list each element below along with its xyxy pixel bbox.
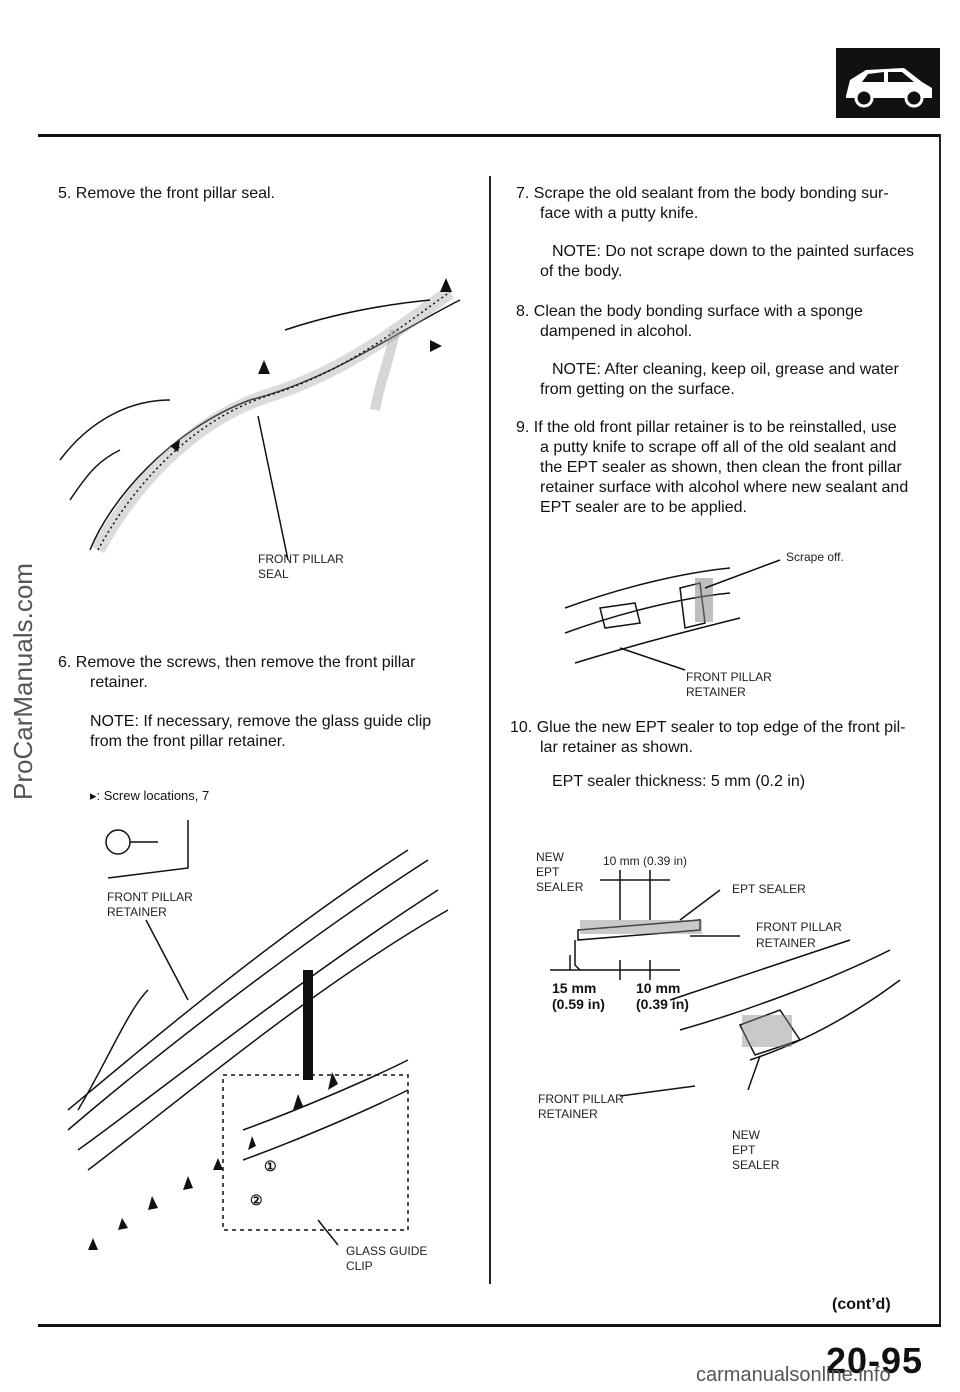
front-pillar-retainer-c-label-1: FRONT PILLAR xyxy=(756,920,842,934)
front-pillar-retainer-d-label-1: FRONT PILLAR xyxy=(538,1092,624,1106)
dimension-10mm-in: (0.39 in) xyxy=(636,996,689,1012)
step-6-note-line2: from the front pillar retainer. xyxy=(90,733,286,750)
ept-sealer-section-figure xyxy=(550,870,901,1097)
front-pillar-retainer-label-1: FRONT PILLAR xyxy=(107,890,193,904)
top-rule xyxy=(38,134,941,137)
step-6-line1: 6. Remove the screws, then remove the fr… xyxy=(58,654,416,671)
right-border xyxy=(939,134,941,1324)
column-divider xyxy=(489,176,491,1284)
step-9-line4: retainer surface with alcohol where new … xyxy=(540,479,909,496)
step-10-spec: EPT sealer thickness: 5 mm (0.2 in) xyxy=(552,773,806,790)
front-pillar-seal-label-1: FRONT PILLAR xyxy=(258,552,344,566)
dimension-10mm: 10 mm xyxy=(636,980,681,996)
new-ept-sealer-label-3: SEALER xyxy=(536,880,584,894)
front-pillar-retainer-d-label-2: RETAINER xyxy=(538,1107,598,1121)
glass-guide-clip-label-2: CLIP xyxy=(346,1259,373,1273)
step-8-note-line1: NOTE: After cleaning, keep oil, grease a… xyxy=(552,361,899,378)
callout-1: ① xyxy=(264,1158,277,1174)
step-7-line2: face with a putty knife. xyxy=(540,205,699,222)
step-7-note-line1: NOTE: Do not scrape down to the painted … xyxy=(552,243,914,260)
screw-locations-legend: ▸: Screw locations, 7 xyxy=(90,788,210,803)
new-ept-sealer-b-label-2: EPT xyxy=(732,1143,756,1157)
page-number: 20-95 xyxy=(826,1340,924,1381)
step-8-line2: dampened in alcohol. xyxy=(540,323,693,340)
step-10-line1: 10. Glue the new EPT sealer to top edge … xyxy=(510,719,906,736)
footer-source: carmanualsonline.info xyxy=(696,1364,891,1386)
glass-guide-clip-label-1: GLASS GUIDE xyxy=(346,1244,428,1258)
step-9-line5: EPT sealer are to be applied. xyxy=(540,499,747,516)
step-6-line2: retainer. xyxy=(90,674,148,691)
step-9-line2: a putty knife to scrape off all of the o… xyxy=(540,439,897,456)
step-7-note-line2: of the body. xyxy=(540,263,623,280)
step-8-note-line2: from getting on the surface. xyxy=(540,381,735,398)
scrape-off-figure xyxy=(564,559,781,671)
front-pillar-seal-label-2: SEAL xyxy=(258,567,289,581)
front-pillar-retainer-b-label-2: RETAINER xyxy=(686,685,746,699)
dimension-15mm: 15 mm xyxy=(552,980,597,996)
new-ept-sealer-label-2: EPT xyxy=(536,865,560,879)
step-5: 5. Remove the front pillar seal. xyxy=(58,185,275,202)
dimension-15mm-in: (0.59 in) xyxy=(552,996,605,1012)
scrape-off-label: Scrape off. xyxy=(786,550,844,564)
ept-sealer-label: EPT SEALER xyxy=(732,882,806,896)
front-pillar-retainer-b-label-1: FRONT PILLAR xyxy=(686,670,772,684)
bottom-rule xyxy=(38,1324,941,1327)
dimension-10mm-top: 10 mm (0.39 in) xyxy=(603,854,688,868)
step-6-note-line1: NOTE: If necessary, remove the glass gui… xyxy=(90,713,432,730)
step-9-line3: the EPT sealer as shown, then clean the … xyxy=(540,459,902,476)
new-ept-sealer-b-label-1: NEW xyxy=(732,1128,760,1142)
continued-label: (cont’d) xyxy=(832,1296,891,1313)
callout-2: ② xyxy=(250,1192,263,1208)
step-7-line1: 7. Scrape the old sealant from the body … xyxy=(516,185,889,202)
front-pillar-retainer-figure xyxy=(67,820,449,1250)
step-9-line1: 9. If the old front pillar retainer is t… xyxy=(516,419,897,436)
front-pillar-retainer-c-label-2: RETAINER xyxy=(756,936,816,950)
watermark: ProCarManuals.com xyxy=(8,563,38,800)
new-ept-sealer-b-label-3: SEALER xyxy=(732,1158,780,1172)
car-section-icon xyxy=(836,48,940,118)
step-10-line2: lar retainer as shown. xyxy=(540,739,693,756)
front-pillar-retainer-label-2: RETAINER xyxy=(107,905,167,919)
step-8-line1: 8. Clean the body bonding surface with a… xyxy=(516,303,863,320)
front-pillar-seal-figure xyxy=(59,278,461,561)
new-ept-sealer-label-1: NEW xyxy=(536,850,564,864)
